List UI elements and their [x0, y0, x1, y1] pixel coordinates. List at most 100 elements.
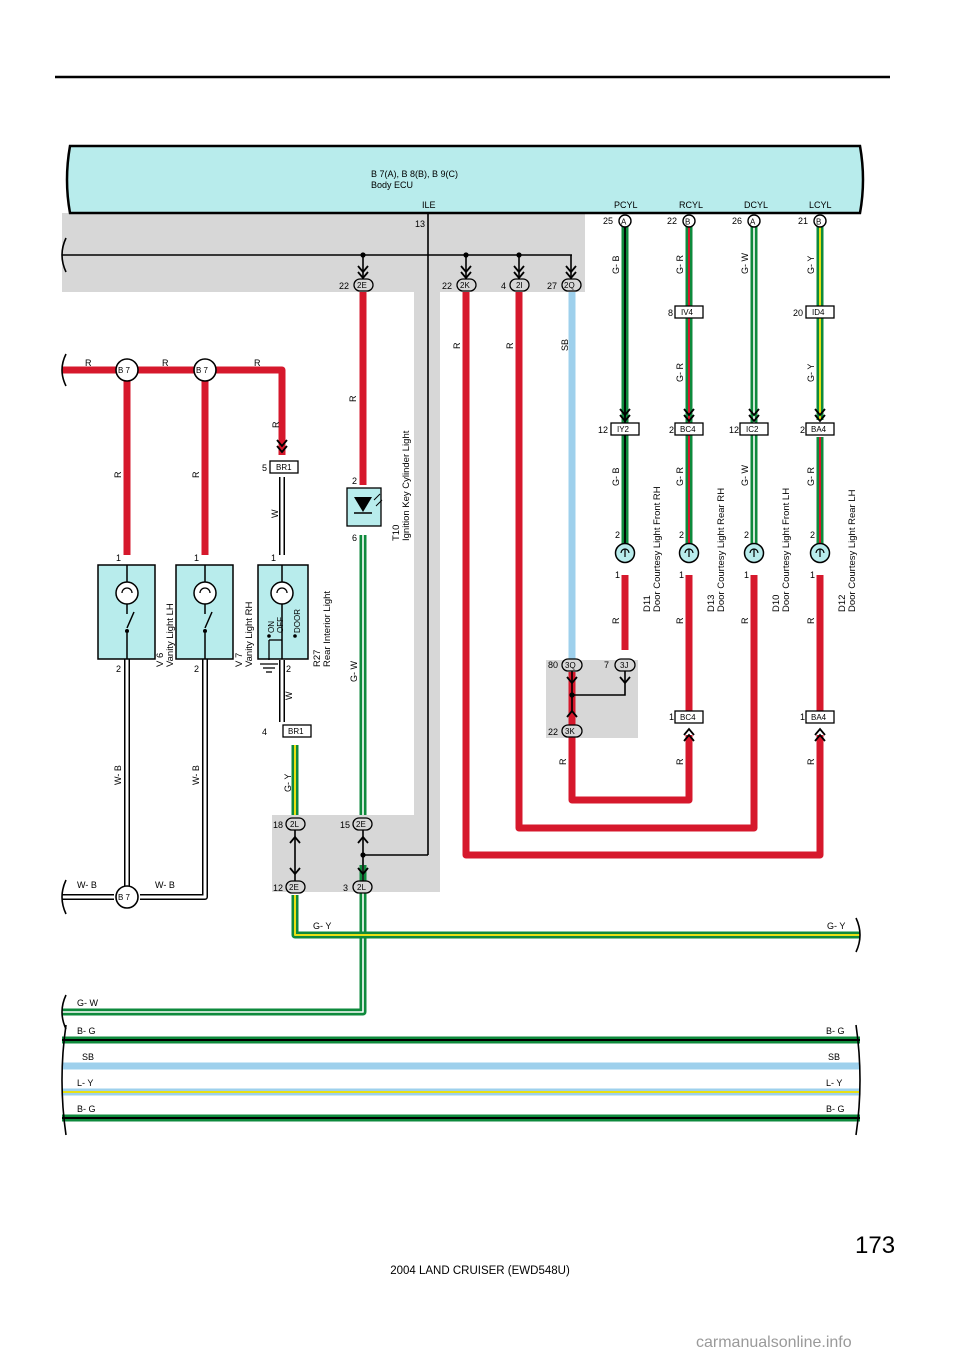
svg-text:8: 8	[668, 308, 673, 318]
watermark[interactable]: carmanualsonline.info	[696, 1334, 852, 1351]
svg-text:A: A	[750, 218, 756, 227]
svg-text:G- W: G- W	[349, 661, 359, 682]
svg-text:G- B: G- B	[611, 255, 621, 274]
svg-text:3K: 3K	[565, 727, 575, 736]
component-labels: V 6 Vanity Light LH V 7 Vanity Light RH …	[155, 430, 858, 667]
svg-text:ID4: ID4	[812, 308, 825, 317]
svg-text:R: R	[806, 617, 816, 624]
svg-text:2E: 2E	[289, 883, 299, 892]
b7-connectors: B 7 B 7 B 7	[115, 358, 217, 909]
svg-text:G- Y: G- Y	[806, 256, 816, 274]
svg-text:22: 22	[339, 281, 349, 291]
ile-dots	[360, 252, 522, 858]
ecu-block	[65, 144, 865, 215]
svg-text:1: 1	[810, 570, 815, 580]
svg-text:R: R	[675, 617, 685, 624]
svg-text:2: 2	[679, 530, 684, 540]
svg-text:Rear Interior Light: Rear Interior Light	[322, 591, 333, 667]
break-marks	[61, 353, 861, 1136]
ecu-term-ile: ILE	[422, 200, 436, 210]
ecu-pins: 25 A 22 B 26 A 21 B	[603, 214, 827, 228]
r27-switch-on: ON	[267, 621, 276, 633]
svg-text:22: 22	[667, 216, 677, 226]
svg-text:R: R	[611, 617, 621, 624]
svg-text:V 6: V 6	[155, 653, 166, 667]
ecu-term-pcyl: PCYL	[614, 200, 638, 210]
svg-text:R: R	[740, 617, 750, 624]
svg-text:T10: T10	[391, 525, 402, 541]
svg-text:26: 26	[732, 216, 742, 226]
svg-text:B: B	[816, 218, 821, 227]
svg-text:R: R	[675, 758, 685, 765]
svg-text:3: 3	[343, 883, 348, 893]
svg-text:1: 1	[669, 712, 674, 722]
gy-wires	[291, 745, 860, 939]
svg-text:3Q: 3Q	[565, 661, 576, 670]
break-mark	[61, 237, 67, 273]
connectors-upper: 8 IV4 20 ID4	[668, 305, 835, 319]
svg-text:IC2: IC2	[746, 425, 759, 434]
r27-switch-off: OFF	[276, 617, 285, 633]
svg-text:BC4: BC4	[680, 713, 696, 722]
door-courtesy-bulbs	[614, 542, 831, 564]
svg-text:B- G: B- G	[77, 1104, 96, 1114]
svg-text:R: R	[191, 471, 201, 478]
svg-text:R: R	[558, 758, 568, 765]
svg-text:W- B: W- B	[113, 765, 123, 785]
svg-text:21: 21	[798, 216, 808, 226]
svg-text:1: 1	[271, 553, 276, 563]
svg-text:1: 1	[744, 570, 749, 580]
svg-text:15: 15	[340, 820, 350, 830]
svg-text:1: 1	[679, 570, 684, 580]
ecu-refs: B 7(A), B 8(B), B 9(C)	[371, 169, 458, 179]
svg-text:R: R	[505, 342, 515, 349]
svg-text:18: 18	[273, 820, 283, 830]
pin-numbers: 1 2 1 2 1 2 2 6 2 1 2 1 2 1 2 1	[116, 476, 815, 674]
svg-text:G- W: G- W	[740, 465, 750, 486]
connectors-lower: 1 BC4 1 BA4 4 BR1	[262, 710, 835, 742]
svg-text:R: R	[271, 421, 281, 428]
ecu-pin-13: 13	[415, 219, 425, 229]
svg-text:G- R: G- R	[675, 467, 685, 486]
svg-text:D13: D13	[706, 595, 717, 612]
junctions-top: 22 2E 22 2K 4 2I 27 2Q	[339, 278, 582, 292]
svg-text:2: 2	[194, 664, 199, 674]
svg-text:W- B: W- B	[77, 880, 97, 890]
ignition-key-cylinder-light	[346, 487, 383, 527]
svg-text:12: 12	[729, 425, 739, 435]
svg-text:1: 1	[116, 553, 121, 563]
r27-switch-door: DOOR	[293, 609, 302, 633]
svg-text:L- Y: L- Y	[826, 1078, 842, 1088]
svg-text:2: 2	[615, 530, 620, 540]
svg-text:22: 22	[548, 727, 558, 737]
svg-text:R: R	[452, 342, 462, 349]
shaded-regions	[62, 213, 638, 892]
svg-text:R27: R27	[312, 650, 323, 667]
svg-text:B 7: B 7	[118, 893, 131, 902]
svg-text:A: A	[621, 218, 627, 227]
svg-text:W- B: W- B	[191, 765, 201, 785]
svg-text:D10: D10	[771, 595, 782, 612]
svg-text:2L: 2L	[357, 883, 366, 892]
ecu-term-rcyl: RCYL	[679, 200, 703, 210]
svg-text:G- R: G- R	[806, 467, 816, 486]
ecu-term-lcyl: LCYL	[809, 200, 832, 210]
svg-text:2L: 2L	[290, 820, 299, 829]
svg-text:20: 20	[793, 308, 803, 318]
svg-text:B- G: B- G	[77, 1026, 96, 1036]
junctions-lower: 18 2L 15 2E 12 2E 3 2L	[273, 817, 373, 894]
svg-text:22: 22	[442, 281, 452, 291]
svg-text:12: 12	[598, 425, 608, 435]
svg-text:BA4: BA4	[811, 425, 827, 434]
svg-text:2: 2	[286, 664, 291, 674]
svg-text:G- Y: G- Y	[313, 921, 331, 931]
junction-arrows-ile	[357, 265, 577, 280]
svg-text:80: 80	[548, 660, 558, 670]
vanity-light-rh	[175, 564, 234, 660]
ecu-term-dcyl: DCYL	[744, 200, 768, 210]
svg-text:G- Y: G- Y	[806, 364, 816, 382]
svg-text:BR1: BR1	[288, 727, 304, 736]
wire-color-labels: R R R R R R W W G- Y W- B W- B W- B W- B…	[77, 253, 845, 1114]
svg-text:5: 5	[262, 463, 267, 473]
svg-text:BR1: BR1	[276, 463, 292, 472]
